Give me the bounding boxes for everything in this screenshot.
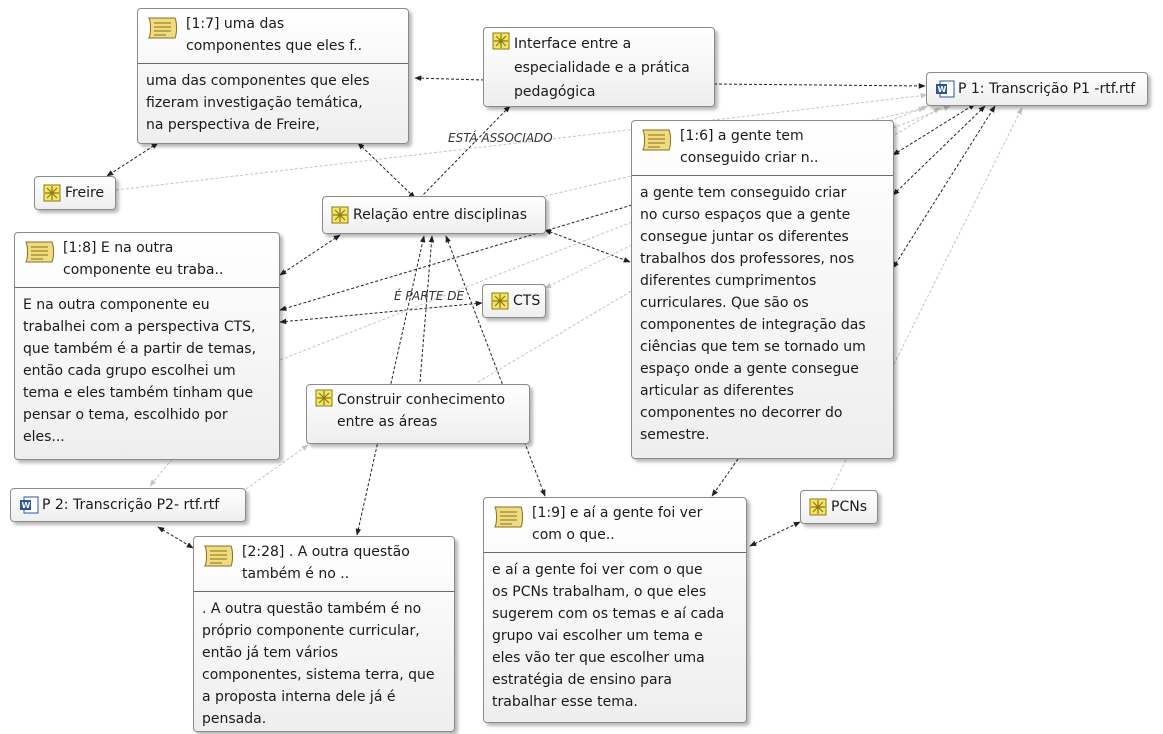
weak-link-9 — [245, 444, 309, 490]
code-label: CTS — [513, 293, 541, 309]
link-q18-cts — [279, 300, 483, 325]
memo-icon — [494, 506, 523, 528]
code-icon — [492, 32, 510, 50]
code-label: Freire — [65, 185, 105, 201]
code-node-construir-conhecimento[interactable]: Construir conhecimento entre as áreas — [306, 384, 530, 444]
quotation-body: e aí a gente foi ver com o que os PCNs t… — [492, 562, 725, 710]
code-icon — [43, 184, 61, 202]
quotation-body: E na outra componente eu trabalhei com a… — [23, 297, 257, 445]
quotation-header: [1:8] E na outra componente eu traba.. — [63, 240, 224, 278]
link-interface-p1 — [713, 83, 926, 89]
code-icon — [809, 498, 827, 516]
document-label: P 2: Transcrição P2- rtf.rtf — [42, 497, 220, 513]
quotation-header: [1:9] e aí a gente foi ver com o que.. — [532, 505, 703, 543]
document-node-p2[interactable]: W P 2: Transcrição P2- rtf.rtf — [10, 488, 246, 522]
memo-icon — [148, 17, 177, 39]
memo-icon — [642, 129, 671, 151]
code-icon — [331, 206, 349, 224]
code-node-relacao-entre-disciplinas[interactable]: Relação entre disciplinas — [322, 196, 546, 234]
code-icon — [491, 292, 509, 310]
quotation-node-2-28[interactable]: [2:28] . A outra questão também é no .. … — [193, 536, 455, 732]
weak-link-4 — [544, 244, 633, 289]
quotation-body: . A outra questão também é no próprio co… — [202, 601, 435, 727]
link-relacao-q16 — [544, 229, 631, 263]
word-doc-icon: W — [20, 496, 39, 514]
quotation-header: [2:28] . A outra questão também é no .. — [242, 544, 410, 582]
link-q16-q18 — [279, 204, 633, 311]
memo-icon — [25, 241, 54, 263]
code-node-cts[interactable]: CTS — [482, 284, 546, 318]
quotation-node-1-9[interactable]: [1:9] e aí a gente foi ver com o que.. e… — [483, 497, 747, 723]
code-label: Relação entre disciplinas — [353, 207, 528, 223]
link-construir-relacao-b — [355, 235, 426, 536]
link-p2-q228 — [157, 526, 194, 549]
code-icon — [315, 389, 333, 407]
code-label: Interface entre a especialidade e a prát… — [514, 36, 690, 100]
quotation-header: [1:7] uma das componentes que eles f.. — [186, 16, 363, 54]
link-q16-q19 — [711, 458, 739, 497]
code-label: PCNs — [831, 499, 867, 515]
document-label: P 1: Transcrição P1 -rtf.rtf — [958, 81, 1136, 97]
quotation-header: [1:6] a gente tem conseguido criar n.. — [680, 128, 819, 166]
svg-text:W: W — [938, 85, 947, 94]
weak-link-8 — [149, 458, 173, 487]
code-label: Construir conhecimento entre as áreas — [337, 392, 506, 430]
word-doc-icon: W — [936, 80, 955, 98]
link-relacao-q18 — [279, 234, 341, 276]
link-q19-relacao — [445, 235, 546, 497]
quotation-node-1-8[interactable]: [1:8] E na outra componente eu traba.. E… — [14, 232, 280, 460]
code-node-pcns[interactable]: PCNs — [800, 490, 878, 524]
document-node-p1[interactable]: W P 1: Transcrição P1 -rtf.rtf — [926, 72, 1148, 106]
quotation-node-1-7[interactable]: [1:7] uma das componentes que eles f.. u… — [137, 8, 409, 144]
svg-text:W: W — [22, 501, 31, 510]
relation-label-part-of: É PARTE DE — [394, 289, 465, 303]
quotation-body: a gente tem conseguido criar no curso es… — [640, 185, 866, 443]
link-q17-freire — [106, 142, 159, 177]
code-node-freire[interactable]: Freire — [34, 176, 116, 210]
code-node-interface[interactable]: Interface entre a especialidade e a prát… — [483, 27, 715, 107]
link-q16-p1-c — [892, 105, 996, 269]
quotation-node-1-6[interactable]: [1:6] a gente tem conseguido criar n.. a… — [631, 120, 894, 459]
link-construir-relacao-a — [419, 235, 435, 383]
relation-label-associated: ESTÁ ASSOCIADO — [448, 131, 553, 145]
link-interface-q17 — [414, 75, 485, 81]
link-q19-pcns — [749, 521, 801, 547]
weak-link-1 — [115, 92, 928, 191]
link-relacao-interface — [419, 105, 511, 199]
memo-icon — [204, 545, 233, 567]
link-q16-p1-b — [892, 105, 986, 196]
link-q17-relacao — [357, 142, 416, 199]
quotation-body: uma das componentes que eles fizeram inv… — [146, 73, 370, 133]
